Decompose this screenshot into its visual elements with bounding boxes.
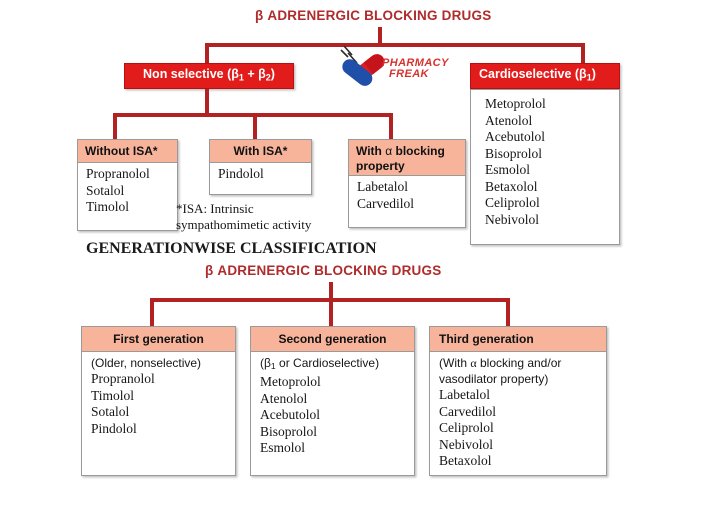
- capsule-icon: [340, 45, 385, 86]
- diagram2-title: β ADRENERGIC BLOCKING DRUGS: [205, 263, 442, 278]
- box-with-alpha-blocking-list: Labetalol Carvedilol: [349, 176, 465, 216]
- list-item: Labetalol: [357, 179, 408, 194]
- list-item: Bisoprolol: [485, 145, 543, 161]
- isa-footnote-line1: *ISA: Intrinsic: [176, 201, 254, 216]
- pharmacy-freak-logo: PHARMACY FREAK: [330, 44, 448, 90]
- list-item: Atenolol: [260, 390, 308, 406]
- list-item: Timolol: [91, 387, 135, 403]
- box-cardioselective-list: Metoprolol Atenolol Acebutolol Bisoprolo…: [471, 90, 619, 232]
- list-item: Celiprolol: [485, 195, 540, 210]
- list-item: Esmolol: [485, 162, 531, 177]
- list-item: Carvedilol: [439, 403, 496, 419]
- box-with-isa[interactable]: With ISA* Pindolol: [209, 139, 312, 195]
- list-item: Celiprolol: [439, 420, 494, 435]
- box-second-generation-subtitle: (β1 or Cardioselective): [260, 356, 380, 372]
- list-item: Propranolol: [86, 166, 150, 181]
- diagram1-drop-cardioselective: [581, 43, 585, 65]
- list-item: Nebivolol: [439, 436, 493, 452]
- diagram1-drop-without-isa: [113, 113, 117, 141]
- box-cardioselective-header[interactable]: Cardioselective (β1): [470, 63, 620, 89]
- box-first-generation-list: (Older, nonselective) Propranolol Timolo…: [82, 352, 235, 441]
- diagram2-drop-second: [329, 298, 333, 328]
- box-non-selective[interactable]: Non selective (β1 + β2): [124, 63, 294, 89]
- list-item: Metoprolol: [260, 374, 321, 390]
- isa-footnote-line2: sympathomimetic activity: [176, 217, 312, 232]
- diagram1-root-stem: [378, 27, 382, 45]
- box-without-isa-header: Without ISA*: [78, 140, 177, 163]
- list-item: Pindolol: [91, 420, 137, 436]
- box-without-isa-list: Propranolol Sotalol Timolol: [78, 163, 177, 220]
- logo-text-line2: FREAK: [389, 68, 429, 80]
- box-third-generation[interactable]: Third generation (With α blocking and/or…: [429, 326, 607, 476]
- diagram1-drop-with-isa: [253, 113, 257, 141]
- list-item: Betaxolol: [485, 178, 538, 194]
- box-third-generation-subtitle-line1: (With α blocking and/or: [439, 356, 562, 370]
- list-item: Esmolol: [260, 440, 306, 456]
- box-second-generation-list: (β1 or Cardioselective) Metoprolol Ateno…: [251, 352, 414, 461]
- diagram1-drop-with-alpha: [389, 113, 393, 141]
- list-item: Atenolol: [485, 112, 533, 128]
- box-first-generation-header: First generation: [82, 327, 235, 352]
- list-item: Timolol: [86, 199, 130, 214]
- diagram2-drop-third: [506, 298, 510, 328]
- box-without-isa[interactable]: Without ISA* Propranolol Sotalol Timolol: [77, 139, 178, 231]
- list-item: Carvedilol: [357, 195, 414, 211]
- box-non-selective-label: Non selective (β1 + β2): [143, 66, 275, 83]
- box-with-isa-list: Pindolol: [210, 163, 311, 187]
- diagram1-title: β ADRENERGIC BLOCKING DRUGS: [255, 8, 492, 23]
- list-item: Nebivolol: [485, 211, 539, 227]
- diagram2-drop-first: [150, 298, 154, 328]
- box-third-generation-header: Third generation: [430, 327, 606, 352]
- diagram1-root-bus: [205, 43, 585, 47]
- section-heading: GENERATIONWISE CLASSIFICATION: [86, 240, 377, 257]
- box-third-generation-list: (With α blocking and/or vasodilator prop…: [430, 352, 606, 474]
- logo-text-line1: PHARMACY: [382, 57, 449, 69]
- box-first-generation[interactable]: First generation (Older, nonselective) P…: [81, 326, 236, 476]
- list-item: Metoprolol: [485, 96, 546, 111]
- diagram1-drop-nonselective: [205, 43, 209, 65]
- list-item: Bisoprolol: [260, 423, 318, 439]
- diagram1-nonselective-stem: [205, 89, 209, 115]
- list-item: Sotalol: [86, 182, 125, 198]
- box-second-generation[interactable]: Second generation (β1 or Cardioselective…: [250, 326, 415, 476]
- box-with-alpha-blocking[interactable]: With α blocking property Labetalol Carve…: [348, 139, 466, 228]
- box-third-generation-subtitle-line2: vasodilator property): [439, 372, 549, 386]
- box-cardioselective[interactable]: Metoprolol Atenolol Acebutolol Bisoprolo…: [470, 89, 620, 245]
- list-item: Labetalol: [439, 387, 490, 402]
- box-second-generation-header: Second generation: [251, 327, 414, 352]
- list-item: Betaxolol: [439, 453, 492, 468]
- list-item: Sotalol: [91, 404, 130, 419]
- box-with-alpha-blocking-header: With α blocking property: [349, 140, 465, 176]
- box-cardioselective-label: Cardioselective (β1): [479, 66, 596, 83]
- diagram2-root-stem: [329, 282, 333, 300]
- box-with-isa-header: With ISA*: [210, 140, 311, 163]
- list-item: Propranolol: [91, 371, 155, 386]
- list-item: Acebutolol: [260, 407, 320, 423]
- list-item: Acebutolol: [485, 129, 545, 144]
- box-with-alpha-header-line1: With α blocking: [356, 144, 445, 158]
- box-with-alpha-header-line2: property: [356, 159, 405, 173]
- list-item: Pindolol: [218, 166, 264, 181]
- box-first-generation-subtitle: (Older, nonselective): [91, 356, 202, 370]
